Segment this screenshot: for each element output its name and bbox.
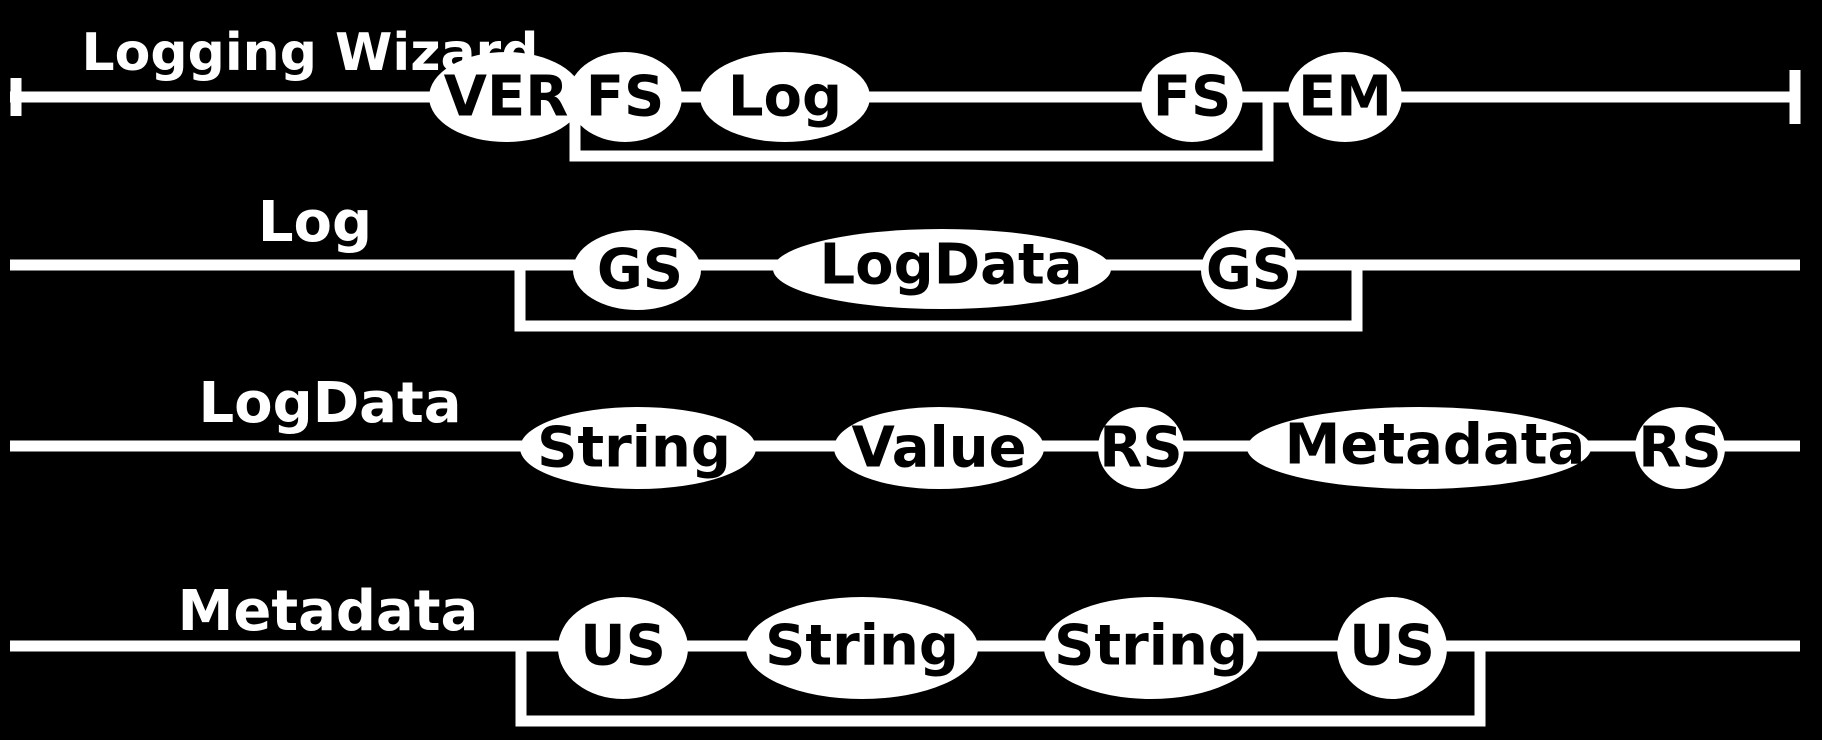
node-rs-1: RS	[1098, 407, 1184, 489]
node-fs-1: FS	[568, 52, 682, 142]
svg-text:FS: FS	[1153, 65, 1232, 130]
rule-metadata: Metadata US String String US	[10, 579, 1800, 727]
svg-text:EM: EM	[1298, 65, 1392, 130]
svg-text:US: US	[580, 614, 666, 679]
node-string: String	[520, 407, 756, 489]
svg-text:String: String	[537, 416, 731, 481]
node-fs-2: FS	[1141, 52, 1243, 142]
svg-text:RS: RS	[1638, 416, 1721, 481]
node-value: Value	[834, 407, 1044, 489]
node-gs-1: GS	[573, 230, 701, 310]
node-us-2: US	[1337, 597, 1447, 699]
svg-text:US: US	[1349, 614, 1435, 679]
node-us-1: US	[558, 597, 688, 699]
repeat-loop	[515, 640, 1486, 727]
svg-text:String: String	[765, 614, 959, 679]
rule-logging-wizard: Logging Wizard VER FS Log FS EM	[10, 23, 1801, 162]
node-metadata: Metadata	[1247, 407, 1591, 489]
node-em: EM	[1288, 52, 1402, 142]
node-gs-2: GS	[1201, 230, 1297, 310]
rule-logdata: LogData String Value RS Metadata RS	[10, 371, 1800, 489]
svg-text:LogData: LogData	[819, 233, 1082, 298]
rule-title-log: Log	[258, 190, 372, 255]
svg-text:VER: VER	[444, 65, 569, 130]
rule-title-logdata: LogData	[198, 371, 461, 436]
repeat-loop	[569, 91, 1274, 162]
svg-text:GS: GS	[597, 238, 683, 303]
svg-text:Log: Log	[728, 65, 842, 130]
svg-text:Metadata: Metadata	[1285, 413, 1586, 478]
svg-text:RS: RS	[1099, 416, 1182, 481]
svg-text:Value: Value	[851, 416, 1026, 481]
node-log: Log	[700, 52, 870, 142]
svg-text:String: String	[1054, 614, 1248, 679]
rule-log: Log GS LogData GS	[10, 190, 1800, 332]
node-ver: VER	[429, 52, 583, 142]
node-string-2: String	[1044, 597, 1258, 699]
rule-title-metadata: Metadata	[178, 579, 479, 644]
node-string-1: String	[746, 597, 978, 699]
node-logdata: LogData	[773, 229, 1111, 309]
node-rs-2: RS	[1635, 407, 1725, 489]
svg-text:GS: GS	[1206, 238, 1292, 303]
svg-text:FS: FS	[586, 65, 665, 130]
